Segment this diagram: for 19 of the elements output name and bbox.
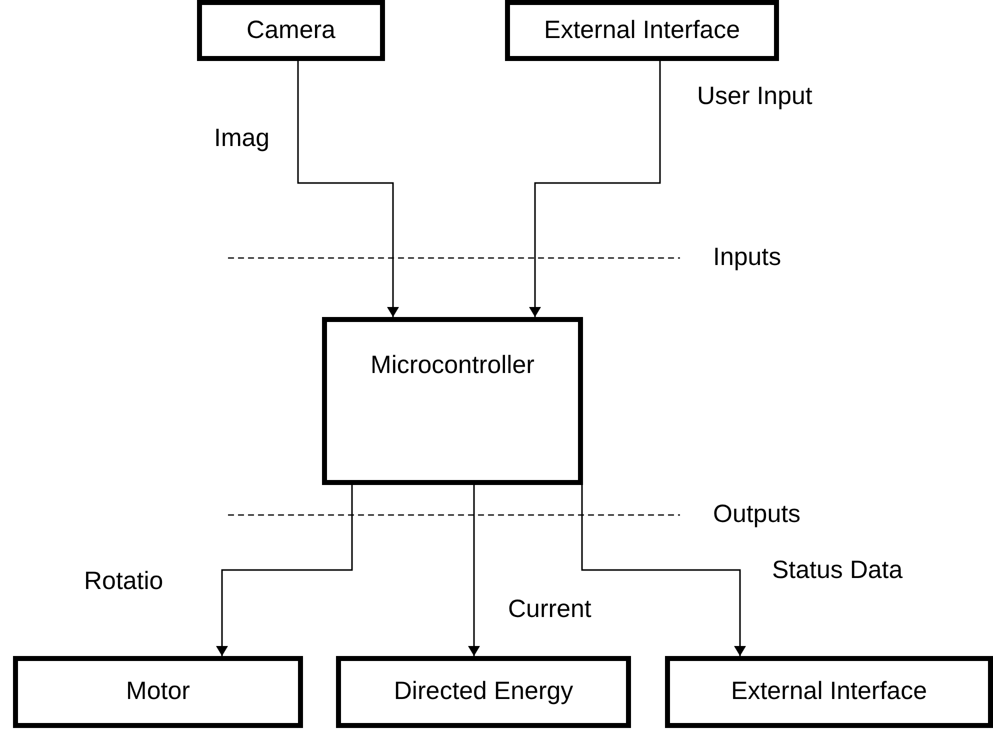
block-label: Directed Energy bbox=[394, 676, 574, 708]
section-label: Outputs bbox=[713, 499, 801, 530]
block-box bbox=[665, 656, 993, 728]
block-label: Motor bbox=[126, 676, 190, 708]
block-box bbox=[13, 656, 303, 728]
block-box bbox=[197, 0, 385, 61]
section-label: Inputs bbox=[713, 242, 782, 273]
block-label: External Interface bbox=[544, 14, 740, 46]
arrow bbox=[581, 485, 746, 656]
block-box bbox=[505, 0, 779, 61]
arrow bbox=[468, 485, 480, 656]
block-label: External Interface bbox=[731, 676, 927, 708]
block-box bbox=[322, 317, 583, 485]
arrow bbox=[216, 485, 353, 656]
arrow bbox=[297, 61, 399, 317]
arrow bbox=[529, 61, 661, 317]
block-label: Camera bbox=[246, 14, 336, 46]
block-label: Microcontroller bbox=[370, 350, 534, 381]
block-box bbox=[336, 656, 631, 728]
